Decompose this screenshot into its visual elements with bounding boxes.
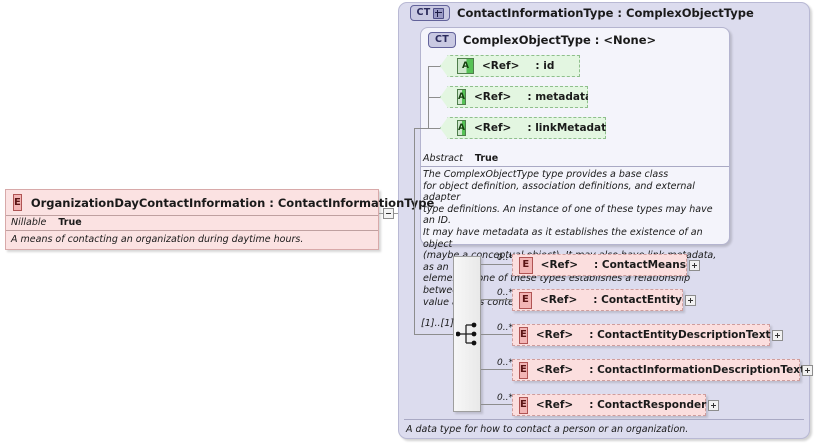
attribute-name-label: : metadata [527,91,593,103]
child-name-label: : ContactEntity [593,294,682,306]
child-name-label: : ContactInformationDescriptionText [589,364,806,376]
child-row-contactentitydescriptiontext[interactable]: E <Ref> : ContactEntityDescriptionText [512,324,771,346]
child-cardinality-contactentity: 0..* [497,288,513,298]
child-wire-contactentity [481,299,512,300]
sequence-icon [456,322,477,346]
expand-contactinformationdescriptiontext-icon[interactable] [802,365,813,376]
attribute-badge-icon: A [457,58,474,74]
element-definition-box[interactable]: E OrganizationDayContactInformation : Co… [5,189,434,250]
child-wire-contactresponder [481,404,512,405]
element-badge-icon: E [13,194,22,211]
child-ref-label: <Ref> [540,259,579,271]
expand-plus-icon[interactable] [432,7,444,19]
child-wire-contactmeans [481,264,512,265]
attribute-name-label: : id [535,60,555,72]
ct-label: CT [416,7,431,19]
element-facets: Nillable True [6,215,378,231]
inner-complex-type-header[interactable]: CT ComplexObjectType : <None> [428,32,656,48]
attribute-row-metadata[interactable]: A <Ref> : metadata [440,86,588,108]
nillable-facet-row: Nillable True [6,216,378,231]
child-name-label: : ContactEntityDescriptionText [589,329,771,341]
child-cardinality-contactinformationdescriptiontext: 0..* [497,358,513,368]
child-row-contactmeans[interactable]: E <Ref> : ContactMeans [512,254,687,276]
element-annotation: A means of contacting an organization du… [11,234,304,245]
attribute-ref-label: <Ref> [482,60,520,72]
inner-complex-type-title: ComplexObjectType : <None> [463,33,657,47]
attribute-name-label: : linkMetadata [527,122,614,134]
complex-type-title: ContactInformationType : ComplexObjectTy… [457,6,754,20]
child-ref-label: <Ref> [539,294,578,306]
element-badge-icon: E [519,396,528,414]
element-badge-icon: E [519,326,528,344]
child-ref-label: <Ref> [535,329,574,341]
inner-complex-type-badge-icon[interactable]: CT [428,32,456,48]
sequence-cardinality-label: [1]..[1] [421,318,454,329]
expand-contactentity-icon[interactable] [685,295,696,306]
attribute-badge-icon: A [457,120,466,136]
attribute-wire-metadata [428,97,440,98]
attribute-wire-corner [414,128,428,129]
child-name-label: : ContactResponder [589,399,707,411]
child-cardinality-contactentitydescriptiontext: 0..* [497,323,513,333]
attribute-badge-icon: A [457,89,466,105]
child-row-contactinformationdescriptiontext[interactable]: E <Ref> : ContactInformationDescriptionT… [512,359,805,381]
abstract-facet-row: Abstract True [421,152,729,167]
child-ref-label: <Ref> [535,399,574,411]
nillable-facet-label: Nillable [11,217,47,228]
complex-type-badge-icon[interactable]: CT [410,5,450,21]
type-to-sequence-wire-vertical [414,129,415,335]
expand-contactentitydescriptiontext-icon[interactable] [772,330,783,341]
abstract-facet-value: True [474,153,499,164]
child-ref-label: <Ref> [535,364,574,376]
collapse-minus-icon[interactable] [383,208,394,219]
attribute-wire-linkmetadata [428,128,440,129]
abstract-facet-label: Abstract [423,153,463,164]
element-title: OrganizationDayContactInformation : Cont… [30,195,435,210]
element-badge-icon: E [519,291,532,309]
attribute-ref-label: <Ref> [473,91,512,103]
type-to-sequence-wire-horizontal [414,334,453,335]
child-cardinality-contactmeans: 0..* [497,253,513,263]
element-badge-icon: E [519,256,533,274]
complex-type-header[interactable]: CT ContactInformationType : ComplexObjec… [410,5,754,21]
expand-contactmeans-icon[interactable] [689,260,700,271]
attribute-row-linkmetadata[interactable]: A <Ref> : linkMetadata [440,117,606,139]
attribute-row-id[interactable]: A <Ref> : id [440,55,580,77]
child-wire-contactentitydescriptiontext [481,334,512,335]
attribute-wire-id [428,66,440,67]
expand-contactresponder-icon[interactable] [708,400,719,411]
nillable-facet-value: True [58,217,82,228]
child-name-label: : ContactMeans [594,259,686,271]
element-badge-icon: E [519,361,528,379]
child-row-contactresponder[interactable]: E <Ref> : ContactResponder [512,394,706,416]
complex-type-annotation: A data type for how to contact a person … [406,424,689,435]
attribute-ref-label: <Ref> [473,122,512,134]
child-cardinality-contactresponder: 0..* [497,393,513,403]
child-row-contactentity[interactable]: E <Ref> : ContactEntity [512,289,683,311]
child-wire-contactinformationdescriptiontext [481,369,512,370]
element-header: E OrganizationDayContactInformation : Co… [6,190,434,215]
complex-type-footer: A data type for how to contact a person … [404,419,804,436]
